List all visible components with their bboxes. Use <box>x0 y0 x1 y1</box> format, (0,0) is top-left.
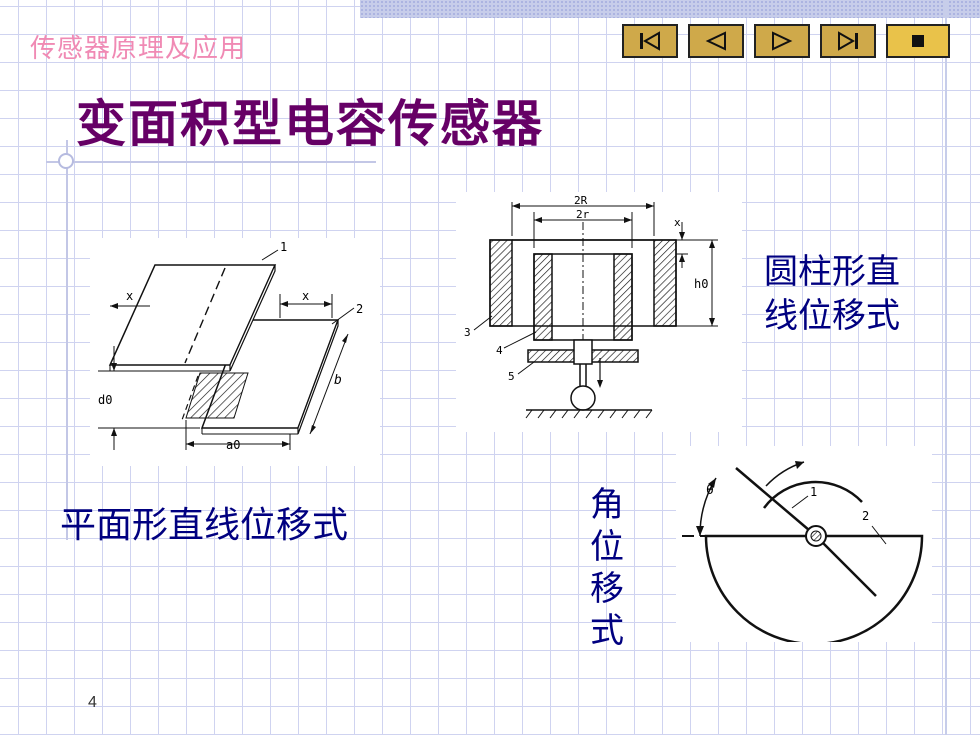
cyl-2R-label: 2R <box>574 194 588 207</box>
angular-part-2-label: 2 <box>862 509 869 523</box>
page-number: 4 <box>88 694 97 711</box>
planar-part-2-label: 2 <box>356 302 363 316</box>
course-title: 传感器原理及应用 <box>30 34 247 64</box>
first-slide-button[interactable] <box>622 24 678 58</box>
angular-caption-char: 角 <box>590 485 624 525</box>
angular-caption-char: 移 <box>590 569 624 609</box>
decor-circle-icon <box>58 153 74 169</box>
planar-capacitor-figure: 1 2 x x b d0 a0 <box>90 238 380 466</box>
left-decor-line <box>66 140 68 540</box>
skip-to-end-icon <box>838 31 858 51</box>
title-underline <box>46 161 376 163</box>
triangle-right-icon <box>772 31 793 51</box>
slide-nav-bar <box>622 24 950 58</box>
planar-part-1-label: 1 <box>280 240 287 254</box>
cylindrical-caption-line2: 线位移式 <box>764 296 900 336</box>
planar-b-label: b <box>334 373 342 388</box>
stop-slideshow-button[interactable] <box>886 24 950 58</box>
cyl-x-label: x <box>674 216 681 229</box>
angular-capacitor-figure: θ 1 2 <box>676 446 932 646</box>
angular-caption-char: 式 <box>590 611 624 651</box>
angular-caption-char: 位 <box>590 527 624 567</box>
planar-x-right-label: x <box>302 289 309 303</box>
cylindrical-capacitor-figure: 2R 2r <box>456 192 742 432</box>
planar-d0-label: d0 <box>98 393 112 407</box>
right-decor-line <box>945 0 947 735</box>
angular-caption: 角 位 移 式 <box>590 484 630 652</box>
triangle-left-icon <box>705 31 726 51</box>
slide-title: 变面积型电容传感器 <box>76 94 544 153</box>
skip-to-start-icon <box>640 31 660 51</box>
cyl-2r-label: 2r <box>576 208 590 221</box>
planar-x-left-label: x <box>126 289 133 303</box>
angular-part-1-label: 1 <box>810 485 817 499</box>
header-decor-band <box>360 0 980 18</box>
square-stop-icon <box>912 35 924 47</box>
planar-caption: 平面形直线位移式 <box>60 505 349 546</box>
previous-slide-button[interactable] <box>688 24 744 58</box>
planar-a0-label: a0 <box>226 438 240 452</box>
cyl-part-4-label: 4 <box>496 344 503 357</box>
last-slide-button[interactable] <box>820 24 876 58</box>
cylindrical-caption-line1: 圆柱形直 <box>764 252 900 292</box>
next-slide-button[interactable] <box>754 24 810 58</box>
cyl-part-3-label: 3 <box>464 326 471 339</box>
cyl-h0-label: h0 <box>694 277 708 291</box>
angular-theta-label: θ <box>706 483 714 498</box>
cyl-part-5-label: 5 <box>508 370 515 383</box>
